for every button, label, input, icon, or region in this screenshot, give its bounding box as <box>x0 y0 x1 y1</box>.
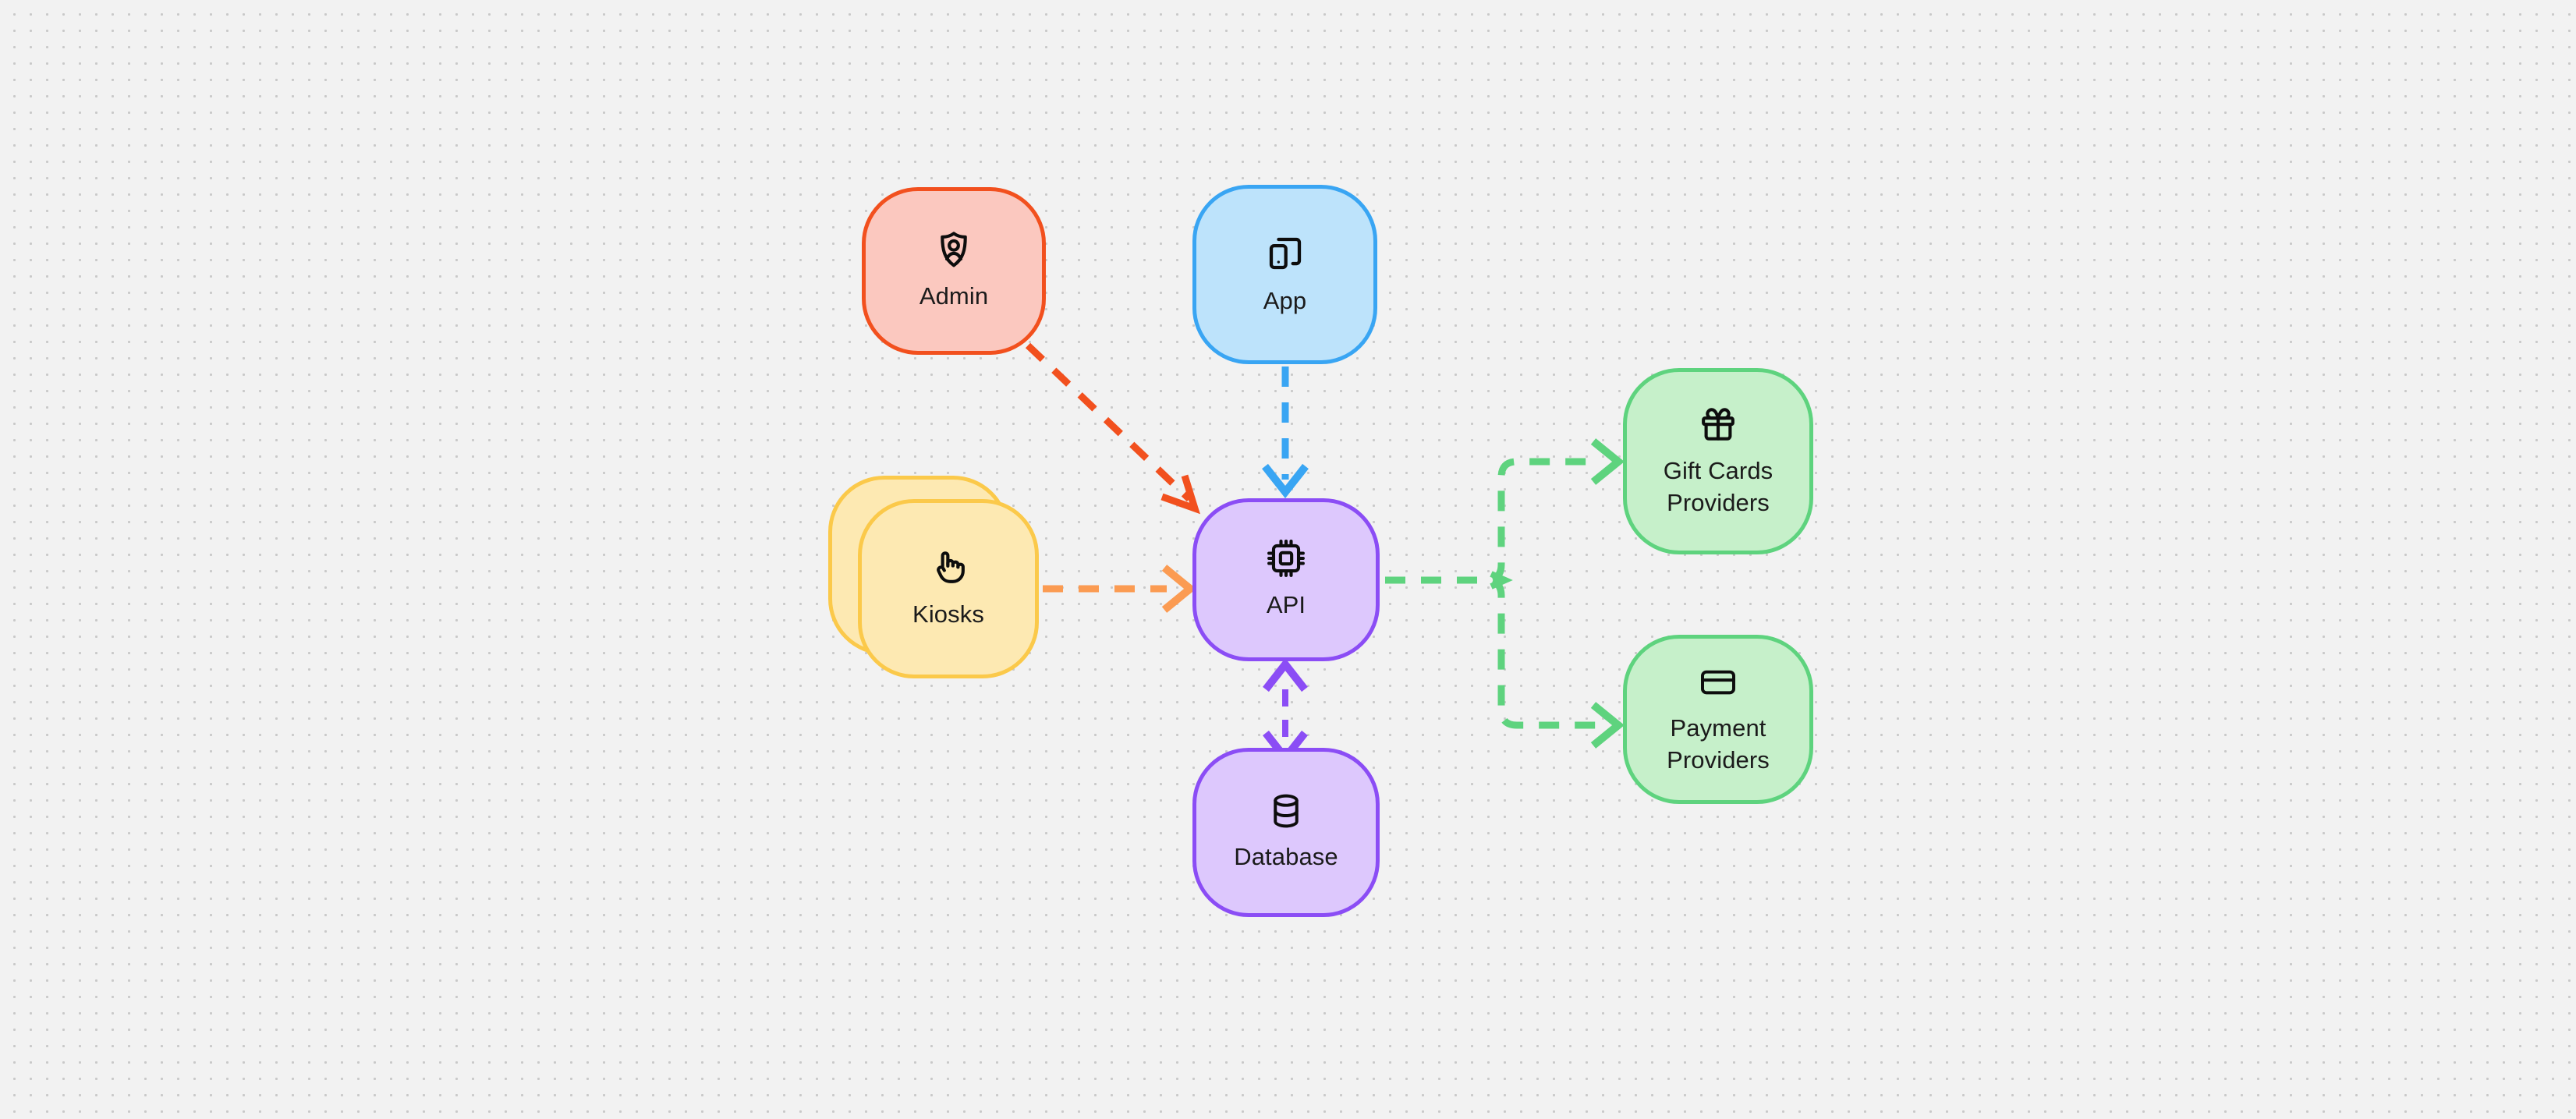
edge-api-to-gift-cards <box>1385 438 1625 584</box>
cpu-chip-icon <box>1266 538 1306 579</box>
node-admin[interactable]: Admin <box>862 187 1046 355</box>
edge-api-to-payment <box>1385 571 1625 749</box>
node-app[interactable]: App <box>1192 185 1377 364</box>
node-payment-providers[interactable]: Payment Providers <box>1623 635 1813 804</box>
devices-icon <box>1264 232 1306 274</box>
node-label: Payment Providers <box>1667 714 1770 774</box>
node-label: API <box>1266 591 1306 619</box>
pointer-hand-icon <box>928 547 969 588</box>
node-kiosks[interactable]: Kiosks <box>858 499 1039 678</box>
node-label: App <box>1263 286 1307 314</box>
database-cylinder-icon <box>1267 791 1306 830</box>
node-api[interactable]: API <box>1192 498 1380 661</box>
node-label: Admin <box>919 282 989 310</box>
edge-app-to-api <box>1262 367 1309 499</box>
node-database[interactable]: Database <box>1192 748 1380 917</box>
edge-admin-to-api <box>1025 342 1200 515</box>
node-gift-cards-providers[interactable]: Gift Cards Providers <box>1623 368 1813 554</box>
edge-kiosks-to-api <box>1043 565 1196 613</box>
credit-card-icon <box>1699 663 1738 702</box>
shield-user-icon <box>934 229 974 270</box>
gift-icon <box>1698 404 1738 444</box>
node-label: Gift Cards Providers <box>1663 456 1773 516</box>
node-label: Kiosks <box>912 600 984 628</box>
edge-api-to-database <box>1263 657 1308 765</box>
node-label: Database <box>1234 843 1338 871</box>
